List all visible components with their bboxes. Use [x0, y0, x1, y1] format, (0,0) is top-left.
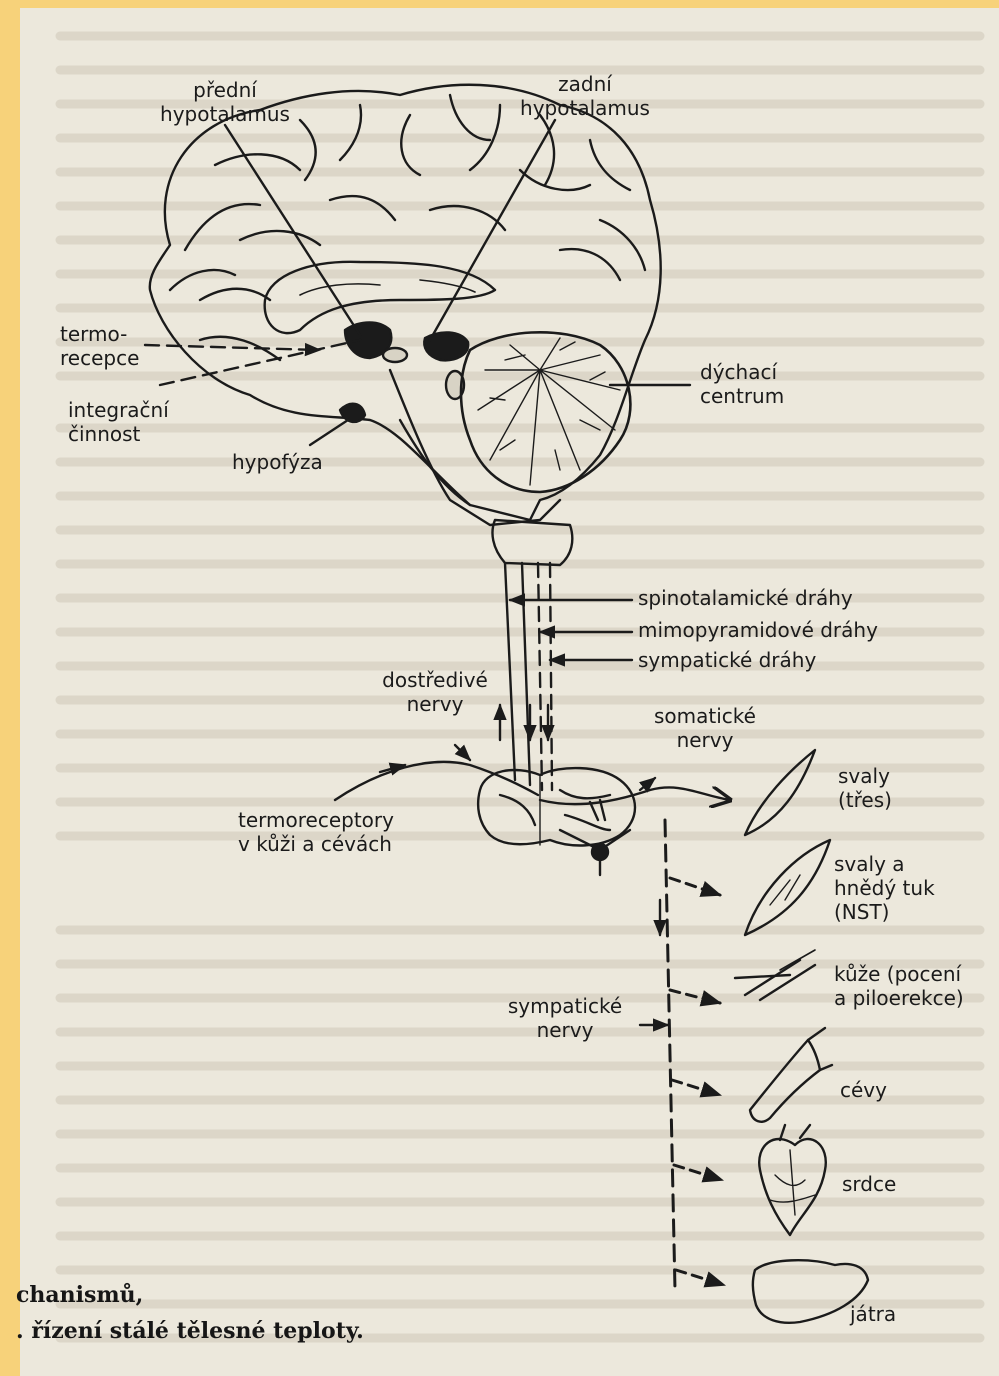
label-termorec-1: termoreceptory	[238, 808, 394, 832]
label-termo-1: termo-	[60, 322, 139, 346]
label-termo-2: recepce	[60, 346, 139, 370]
label-somaticke-2: nervy	[640, 728, 770, 752]
label-dychaci-1: dýchací	[700, 360, 784, 384]
cerebellum	[461, 332, 630, 492]
heart-icon	[759, 1125, 826, 1235]
label-zadni-1: zadní	[505, 72, 665, 96]
label-jatra: játra	[850, 1302, 896, 1326]
label-sympaticke-nervy-2: nervy	[500, 1018, 630, 1042]
skin-icon	[735, 950, 815, 1000]
label-svaly-tres-1: svaly	[838, 764, 892, 788]
pituitary	[340, 404, 365, 422]
spinal-cord-section	[478, 768, 635, 845]
caption-line-2: . řízení stálé tělesné teploty.	[16, 1318, 364, 1344]
brain-outline	[150, 85, 661, 520]
label-integ-2: činnost	[68, 422, 169, 446]
label-integ-1: integrační	[68, 398, 169, 422]
caption-line-1: chanismů,	[16, 1282, 143, 1308]
label-zadni-2: hypotalamus	[505, 96, 665, 120]
label-mimopyramidove: mimopyramidové dráhy	[638, 618, 878, 642]
label-termorec-2: v kůži a cévách	[238, 832, 394, 856]
label-sympaticke-nervy-1: sympatické	[500, 994, 630, 1018]
afferent-nerve	[335, 762, 538, 800]
label-dostredive-2: nervy	[370, 692, 500, 716]
medulla	[492, 520, 572, 565]
sympathetic-trunk	[665, 820, 675, 1290]
corpus-callosum	[265, 262, 495, 333]
label-spinotalamicke: spinotalamické dráhy	[638, 586, 853, 610]
muscle-icon	[745, 750, 815, 835]
label-dychaci-2: centrum	[700, 384, 784, 408]
label-kuze-1: kůže (pocení	[834, 962, 964, 986]
label-srdce: srdce	[842, 1172, 896, 1196]
sympathetic-ganglion	[592, 844, 608, 860]
label-svaly-tres-2: (třes)	[838, 788, 892, 812]
label-cevy: cévy	[840, 1078, 887, 1102]
label-kuze-2: a piloerekce)	[834, 986, 964, 1010]
label-svaly-tuk-1: svaly a	[834, 852, 935, 876]
label-somaticke-1: somatické	[640, 704, 770, 728]
label-svaly-tuk-2: hnědý tuk	[834, 876, 935, 900]
brown-fat-icon	[745, 840, 830, 935]
label-predni-2: hypotalamus	[150, 102, 300, 126]
label-predni-1: přední	[150, 78, 300, 102]
label-svaly-tuk-3: (NST)	[834, 900, 935, 924]
label-sympaticke-drahy: sympatické dráhy	[638, 648, 816, 672]
blood-vessel-icon	[750, 1040, 820, 1122]
label-hypofyza: hypofýza	[232, 450, 323, 474]
label-dostredive-1: dostředivé	[370, 668, 500, 692]
